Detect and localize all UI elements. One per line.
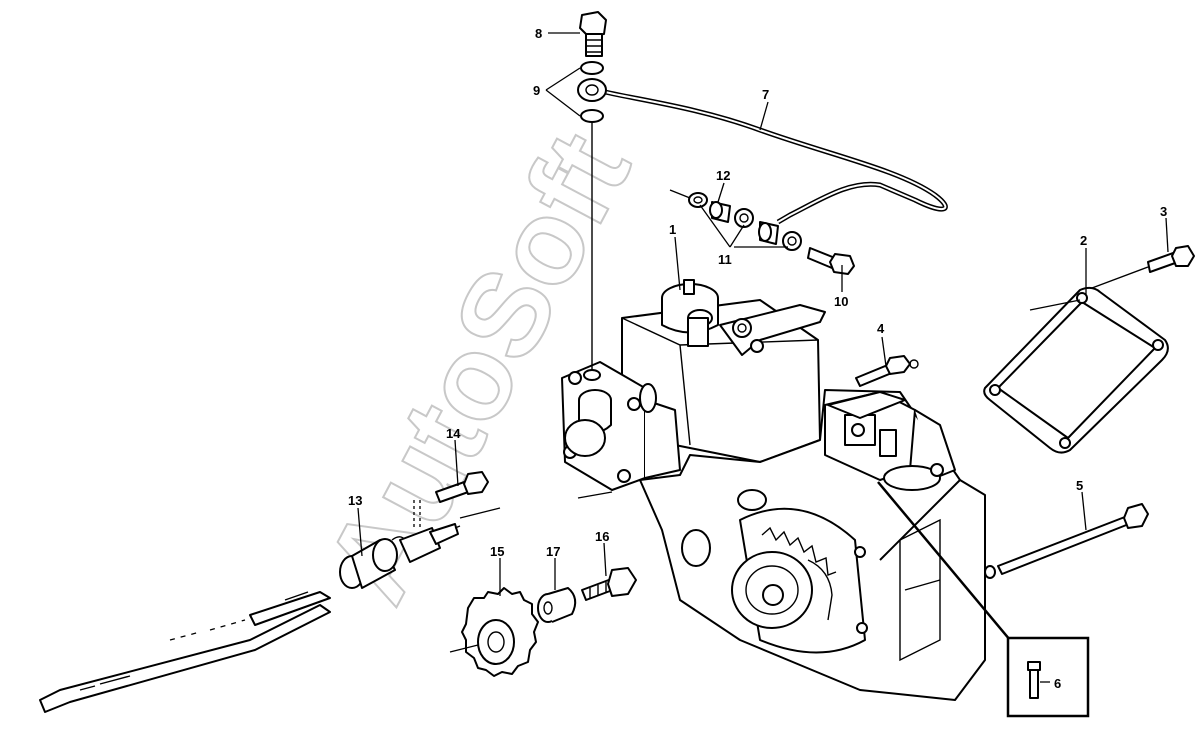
callout-9: 9 (533, 83, 540, 98)
callout-15: 15 (490, 544, 504, 559)
inlet-port (583, 369, 601, 381)
gasket (983, 286, 1169, 454)
bolt-3 (1091, 245, 1195, 289)
washer-lower (580, 109, 604, 123)
bolt-16 (581, 567, 637, 601)
callout-7: 7 (762, 87, 769, 102)
callout-13: 13 (348, 493, 362, 508)
pump-housing (561, 279, 986, 701)
callout-8: 8 (535, 26, 542, 41)
callout-4: 4 (877, 321, 885, 336)
inset-box (877, 481, 1090, 718)
callout-5: 5 (1076, 478, 1083, 493)
callout-1: 1 (669, 222, 676, 237)
bolt-4 (855, 355, 919, 387)
bolt-5 (984, 503, 1149, 579)
callout-6: 6 (1054, 676, 1061, 691)
banjo-bolt (579, 11, 607, 57)
callout-14: 14 (446, 426, 461, 441)
callout-16: 16 (595, 529, 609, 544)
gear (449, 587, 539, 677)
pipe (577, 78, 948, 225)
callout-11: 11 (718, 252, 732, 267)
bushing (537, 587, 577, 623)
callout-2: 2 (1080, 233, 1087, 248)
callout-17: 17 (546, 544, 560, 559)
callout-3: 3 (1160, 204, 1167, 219)
pipe-fittings (669, 189, 855, 275)
callout-12: 12 (716, 168, 730, 183)
callout-labels: 1 2 3 4 5 6 7 8 9 10 11 12 13 14 15 16 1… (348, 26, 1167, 691)
bolt-14 (435, 471, 489, 503)
callout-10: 10 (834, 294, 848, 309)
leader-lines (357, 32, 1169, 596)
washer-upper (580, 61, 604, 75)
control-rod (39, 500, 461, 713)
